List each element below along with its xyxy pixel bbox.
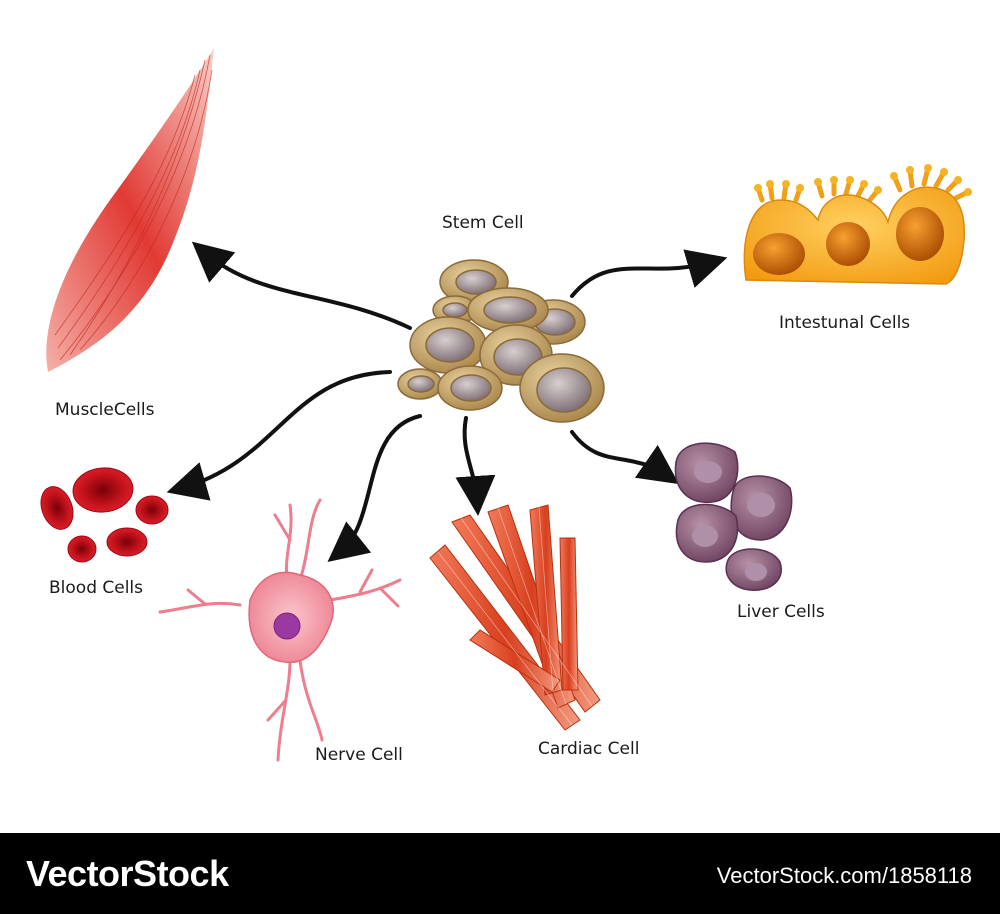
intestinal-cells-illustration (743, 164, 972, 285)
arrow-to-intestinal (570, 249, 728, 298)
label-cardiac-cell: Cardiac Cell (538, 739, 640, 759)
arrow-to-nerve (327, 414, 422, 563)
label-muscle-cells: MuscleCells (55, 400, 155, 420)
label-blood-cells: Blood Cells (49, 578, 144, 598)
arrow-to-muscle (191, 241, 412, 330)
arrow-to-cardiac (455, 416, 496, 516)
liver-cells-illustration (674, 442, 793, 591)
watermark-footer: VectorStock VectorStock.com/1858118 (0, 833, 1000, 914)
nerve-cell-illustration (158, 498, 402, 762)
arrow-to-blood (166, 370, 392, 501)
arrow-to-liver (570, 430, 680, 485)
label-liver-cells: Liver Cells (737, 602, 825, 622)
arrows (166, 241, 728, 563)
diagram-canvas (40, 48, 972, 762)
blood-cells-illustration (40, 467, 169, 563)
stem-cell-cluster (397, 259, 605, 423)
label-nerve-cell: Nerve Cell (315, 745, 403, 765)
muscle-cell-illustration (46, 48, 214, 372)
cardiac-cell-illustration (429, 504, 601, 731)
label-intestinal-cells: Intestunal Cells (779, 313, 911, 333)
label-stem-cell: Stem Cell (442, 213, 524, 233)
image-url: VectorStock.com/1858118 (716, 863, 972, 888)
brand-logo: VectorStock (26, 853, 229, 894)
